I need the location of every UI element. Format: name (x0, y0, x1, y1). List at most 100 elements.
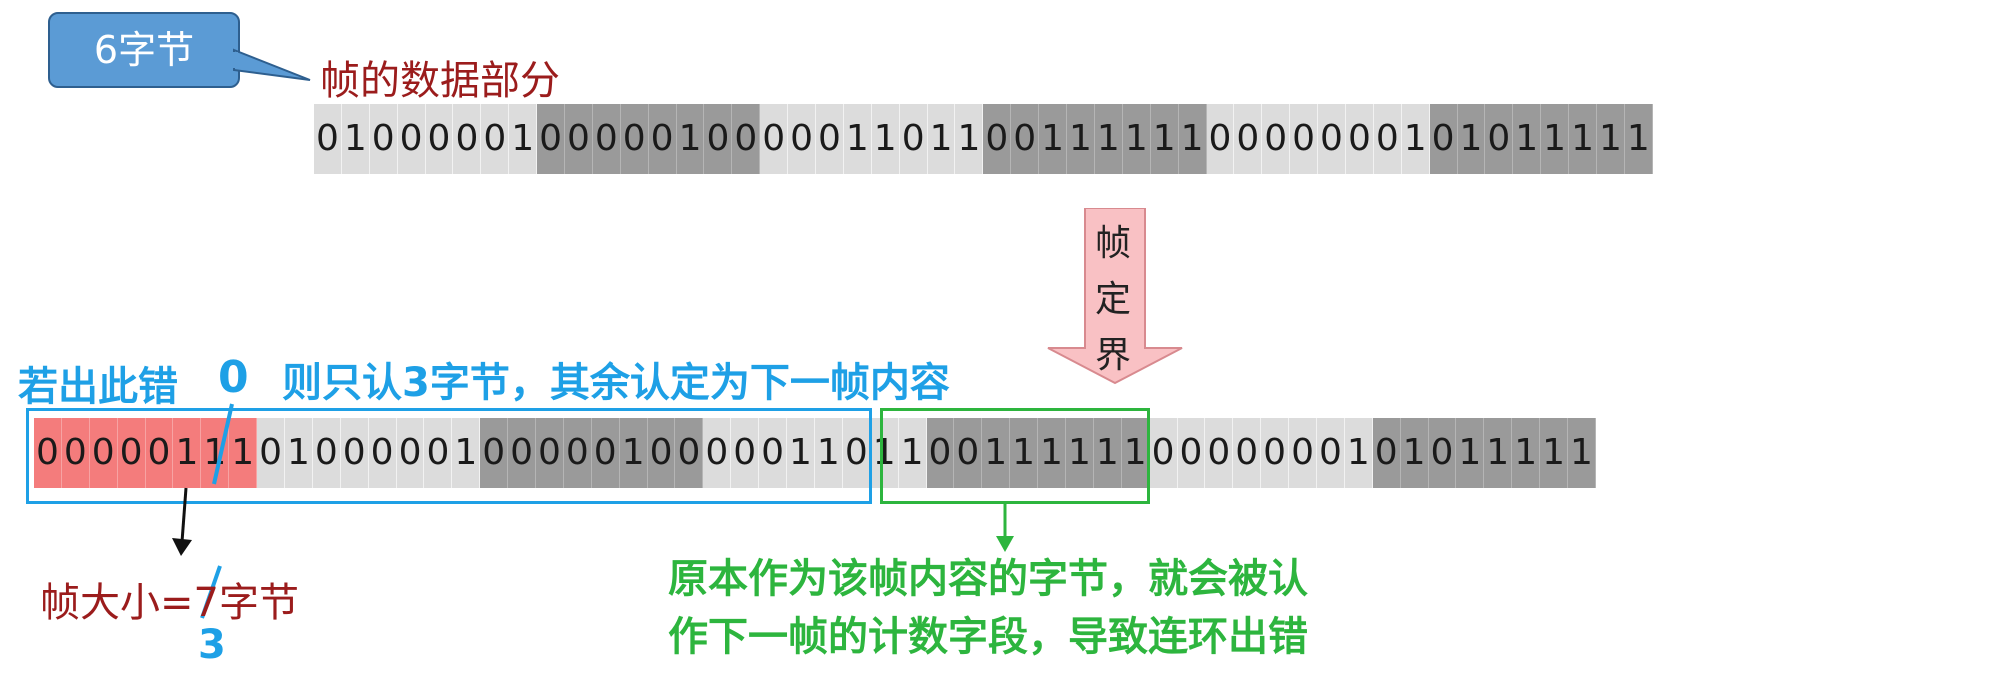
bit-cell: 0 (61, 418, 90, 488)
bit-cell: 0 (1428, 418, 1457, 488)
bit-cell: 1 (1094, 104, 1123, 174)
bit-cell: 1 (1484, 418, 1513, 488)
bit-cell: 0 (1149, 418, 1178, 488)
bit-cell: 0 (314, 104, 342, 174)
error-explanation: 则只认3字节，其余认定为下一帧内容 (282, 360, 950, 406)
bit-cell: 0 (704, 104, 733, 174)
bit-cell: 0 (1372, 418, 1401, 488)
bit-cell: 0 (760, 104, 789, 174)
bit-cell: 1 (1010, 418, 1039, 488)
bit-cell: 0 (536, 418, 564, 488)
frame-size-old: 7 (193, 580, 219, 626)
bit-cell: 0 (257, 418, 286, 488)
bit-cell: 0 (1485, 104, 1514, 174)
count-arrow-head (172, 538, 192, 556)
frame-bounds-box (26, 408, 872, 504)
bit-cell: 1 (1457, 104, 1486, 174)
frame-size-corrected: 3 (198, 622, 226, 668)
bit-cell: 1 (619, 418, 648, 488)
bit-cell: 0 (340, 418, 369, 488)
green-note-line1: 原本作为该帧内容的字节，就会被认 (668, 556, 1308, 602)
arrow-char: 定 (1094, 279, 1131, 320)
green-note: 原本作为该帧内容的字节，就会被认 作下一帧的计数字段，导致连环出错 (668, 550, 1308, 666)
bit-cell: 1 (1178, 104, 1207, 174)
bit-cell: 1 (1541, 104, 1570, 174)
bit-cell: 1 (1540, 418, 1568, 488)
bit-cell: 1 (1038, 418, 1066, 488)
bit-cell: 1 (1401, 104, 1430, 174)
bit-cell: 0 (759, 418, 788, 488)
bit-cell: 0 (816, 104, 844, 174)
bit-cell: 0 (425, 104, 454, 174)
bit-cell: 0 (1290, 104, 1319, 174)
bit-cell: 0 (1233, 418, 1262, 488)
bit-cell: 0 (983, 104, 1012, 174)
bit-cell: 1 (1456, 418, 1485, 488)
bit-cell: 0 (508, 418, 537, 488)
bit-cell: 1 (982, 418, 1011, 488)
callout-label: 6字节 (93, 28, 195, 72)
bit-cell: 0 (954, 418, 983, 488)
bit-cell: 1 (1569, 104, 1597, 174)
bit-cell: 0 (647, 418, 676, 488)
bit-cell: 1 (1150, 104, 1179, 174)
frame-size-label: 帧大小=7字节 (40, 570, 299, 628)
bit-cell: 0 (537, 104, 566, 174)
frame-delimit-label: 帧 定 界 (1093, 216, 1133, 384)
bit-cell: 0 (1262, 104, 1291, 174)
bit-cell: 0 (368, 418, 397, 488)
bit-cell: 1 (1093, 418, 1122, 488)
bit-cell: 0 (1177, 418, 1206, 488)
bit-cell: 0 (675, 418, 704, 488)
bit-cell: 1 (341, 104, 370, 174)
frame-delimit-arrow (1047, 208, 1183, 385)
bit-cell: 1 (1039, 104, 1068, 174)
data-part-label: 帧的数据部分 (320, 58, 560, 104)
bit-cell: 0 (926, 418, 955, 488)
bit-cell: 0 (591, 418, 620, 488)
bit-cell: 1 (871, 104, 900, 174)
green-note-line2: 作下一帧的计数字段，导致连环出错 (668, 614, 1308, 660)
bit-cell: 0 (312, 418, 341, 488)
bit-cell: 1 (843, 104, 872, 174)
bit-cell: 1 (676, 104, 705, 174)
bit-cell: 0 (1234, 104, 1263, 174)
bit-cell: 0 (369, 104, 398, 174)
bit-cell: 0 (1011, 104, 1040, 174)
bit-cell: 1 (1065, 418, 1094, 488)
bit-cell: 0 (1316, 418, 1345, 488)
bit-cell: 0 (788, 104, 817, 174)
bit-cell: 0 (1205, 418, 1234, 488)
bit-cell: 0 (397, 104, 426, 174)
error-heading: 若出此错 (18, 364, 178, 410)
frame-size-suffix: 字节 (218, 580, 299, 626)
bit-cell: 0 (89, 418, 118, 488)
bit-cell: 0 (145, 418, 174, 488)
bit-cell: 1 (509, 104, 538, 174)
bit-cell: 1 (1624, 104, 1653, 174)
bit-cell: 1 (1400, 418, 1429, 488)
bit-cell: 1 (1344, 418, 1373, 488)
bit-cell: 1 (1513, 104, 1542, 174)
bit-cell: 0 (563, 418, 592, 488)
bit-cell: 0 (117, 418, 146, 488)
bit-cell: 0 (424, 418, 453, 488)
bit-cell: 0 (1373, 104, 1402, 174)
bit-cell: 1 (1512, 418, 1541, 488)
bit-cell: 1 (898, 418, 927, 488)
arrow-char: 界 (1094, 335, 1131, 376)
arrow-char: 帧 (1094, 223, 1131, 264)
bit-cell: 1 (787, 418, 815, 488)
